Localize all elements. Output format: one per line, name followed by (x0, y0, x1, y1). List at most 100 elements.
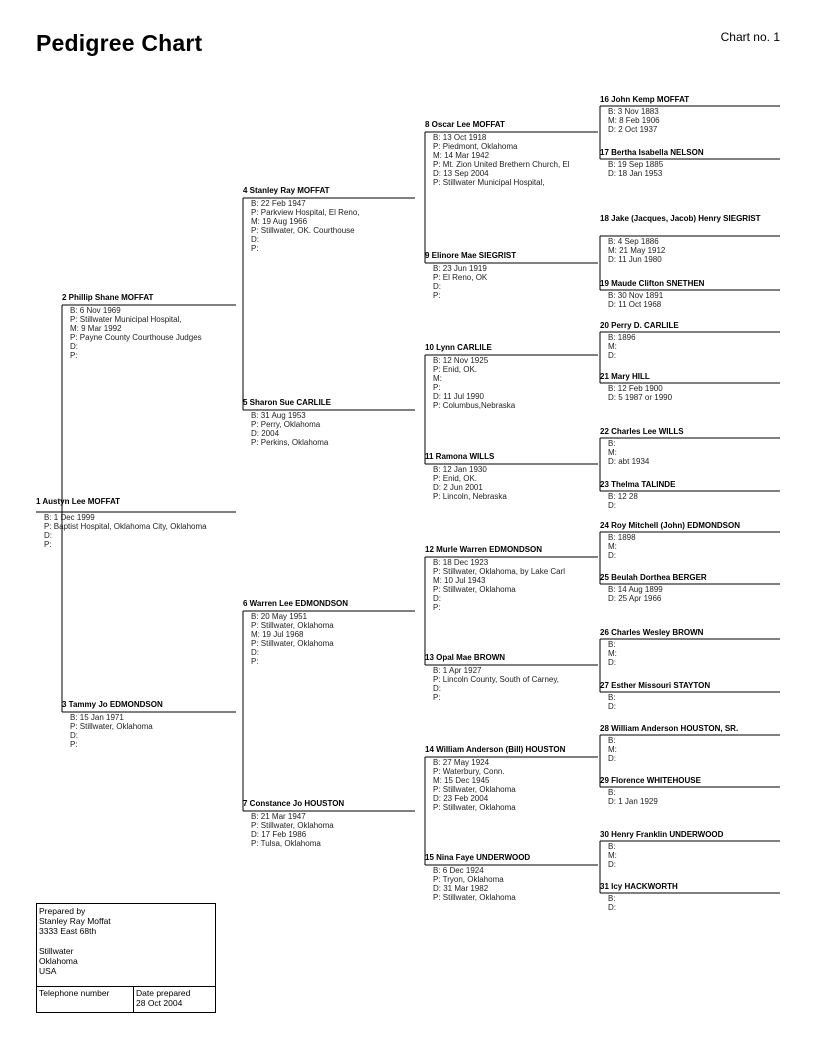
person-fact: D: 2004 (251, 429, 280, 438)
preparer-line: USA (39, 966, 57, 976)
person-fact: M: (608, 851, 617, 860)
person-name: 12 Murle Warren EDMONDSON (425, 545, 543, 554)
person-fact: B: 13 Oct 1918 (433, 133, 487, 142)
person-fact: P: Stillwater Municipal Hospital, (433, 178, 545, 187)
person-name: 16 John Kemp MOFFAT (600, 95, 690, 104)
person-fact: P: Stillwater, Oklahoma (433, 893, 516, 902)
preparer-label: Prepared by (39, 906, 86, 916)
person-fact: D: (433, 282, 441, 291)
person-fact: B: (608, 439, 616, 448)
person-fact: P: (44, 540, 52, 549)
person-fact: B: 1 Apr 1927 (433, 666, 482, 675)
person-fact: D: (608, 903, 616, 912)
person-fact: D: 11 Jun 1980 (608, 255, 662, 264)
person-fact: B: 18 Dec 1923 (433, 558, 489, 567)
person-fact: D: (433, 594, 441, 603)
person-fact: B: 14 Aug 1899 (608, 585, 663, 594)
person-fact: P: Columbus,Nebraska (433, 401, 516, 410)
person-fact: M: (608, 542, 617, 551)
person-fact: B: 12 Feb 1900 (608, 384, 663, 393)
telephone-label: Telephone number (37, 987, 134, 1013)
person-fact: P: (433, 291, 441, 300)
person-fact: P: Perkins, Oklahoma (251, 438, 329, 447)
person-fact: P: Stillwater, Oklahoma (70, 722, 153, 731)
person-fact: D: (433, 684, 441, 693)
person-fact: P: (251, 657, 259, 666)
person-fact: P: Stillwater Municipal Hospital, (70, 315, 182, 324)
person-fact: P: Baptist Hospital, Oklahoma City, Okla… (44, 522, 207, 531)
person-fact: B: 3 Nov 1883 (608, 107, 659, 116)
person-fact: M: (608, 745, 617, 754)
person-fact: P: Stillwater, Oklahoma (251, 639, 334, 648)
person-name: 20 Perry D. CARLILE (600, 321, 679, 330)
person-fact: B: 4 Sep 1886 (608, 237, 659, 246)
person-fact: P: Stillwater, Oklahoma (433, 785, 516, 794)
person-fact: D: 13 Sep 2004 (433, 169, 489, 178)
person-fact: P: (433, 693, 441, 702)
person-fact: B: (608, 788, 616, 797)
person-fact: D: (251, 648, 259, 657)
person-fact: B: 12 Jan 1930 (433, 465, 487, 474)
preparer-line: Oklahoma (39, 956, 78, 966)
person-name: 22 Charles Lee WILLS (600, 427, 684, 436)
person-fact: D: 1 Jan 1929 (608, 797, 658, 806)
person-fact: P: El Reno, OK (433, 273, 488, 282)
person-name: 5 Sharon Sue CARLILE (243, 398, 332, 407)
person-fact: B: 27 May 1924 (433, 758, 490, 767)
person-name: 7 Constance Jo HOUSTON (243, 799, 345, 808)
person-fact: M: 9 Mar 1992 (70, 324, 122, 333)
person-fact: M: 19 Aug 1966 (251, 217, 308, 226)
preparer-line: 3333 East 68th (39, 926, 97, 936)
person-fact: B: 12 Nov 1925 (433, 356, 489, 365)
person-fact: D: 2 Oct 1937 (608, 125, 658, 134)
person-fact: D: 23 Feb 2004 (433, 794, 489, 803)
person-fact: P: Stillwater, Oklahoma (251, 821, 334, 830)
person-fact: P: Stillwater, OK. Courthouse (251, 226, 355, 235)
person-fact: B: 31 Aug 1953 (251, 411, 306, 420)
person-fact: M: 19 Jul 1968 (251, 630, 304, 639)
person-fact: D: 5 1987 or 1990 (608, 393, 673, 402)
person-fact: P: Piedmont, Oklahoma (433, 142, 518, 151)
person-fact: B: 6 Nov 1969 (70, 306, 121, 315)
person-fact: P: (70, 351, 78, 360)
person-name: 9 Elinore Mae SIEGRIST (425, 251, 517, 260)
date-prepared-label: Date prepared (136, 988, 191, 998)
person-name: 24 Roy Mitchell (John) EDMONDSON (600, 521, 741, 530)
person-name: 30 Henry Franklin UNDERWOOD (600, 830, 724, 839)
person-fact: D: 17 Feb 1986 (251, 830, 307, 839)
person-name: 28 William Anderson HOUSTON, SR. (600, 724, 739, 733)
chart-number: Chart no. 1 (720, 30, 780, 44)
person-name: 26 Charles Wesley BROWN (600, 628, 704, 637)
person-fact: P: Perry, Oklahoma (251, 420, 321, 429)
preparer-box: Prepared by Stanley Ray Moffat 3333 East… (36, 903, 216, 1013)
person-fact: B: (608, 640, 616, 649)
person-fact: B: 15 Jan 1971 (70, 713, 124, 722)
person-fact: P: (433, 383, 441, 392)
person-fact: B: 23 Jun 1919 (433, 264, 487, 273)
person-fact: D: (44, 531, 52, 540)
person-fact: D: 25 Apr 1966 (608, 594, 662, 603)
page-title: Pedigree Chart (36, 30, 203, 56)
person-fact: P: Stillwater, Oklahoma (433, 585, 516, 594)
person-name: 17 Bertha Isabella NELSON (600, 148, 704, 157)
person-fact: B: 22 Feb 1947 (251, 199, 306, 208)
person-fact: D: abt 1934 (608, 457, 650, 466)
person-fact: P: Mt. Zion United Brethern Church, El (433, 160, 570, 169)
person-fact: B: 30 Nov 1891 (608, 291, 664, 300)
preparer-line: Stanley Ray Moffat (39, 916, 111, 926)
